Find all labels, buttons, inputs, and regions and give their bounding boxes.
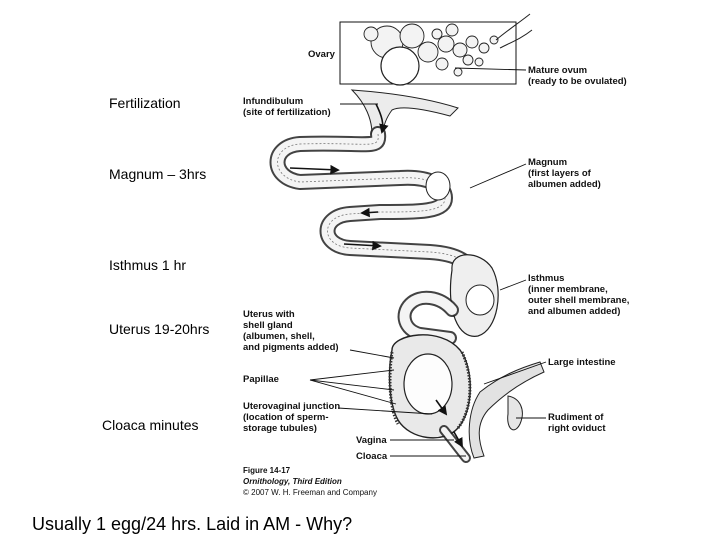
label-uterovaginal-junction: Uterovaginal junction (location of sperm… — [243, 401, 343, 434]
note-cloaca: Cloaca minutes — [102, 417, 199, 433]
ovary-follicles — [363, 23, 499, 86]
infundibulum-funnel — [350, 89, 459, 135]
figure-copyright: © 2007 W. H. Freeman and Company — [243, 488, 377, 497]
label-isthmus: Isthmus (inner membrane, outer shell mem… — [528, 273, 632, 317]
label-mature-ovum: Mature ovum (ready to be ovulated) — [528, 65, 627, 87]
label-cloaca: Cloaca — [356, 451, 388, 462]
ovary-frame — [339, 21, 517, 85]
large-intestine — [468, 361, 545, 459]
label-magnum: Magnum (first layers of albumen added) — [528, 157, 601, 190]
footer-question: Usually 1 egg/24 hrs. Laid in AM - Why? — [32, 514, 353, 534]
right-oviduct-rudiment — [507, 395, 523, 431]
note-isthmus: Isthmus 1 hr — [109, 257, 187, 273]
label-rudiment: Rudiment of right oviduct — [548, 412, 606, 434]
note-uterus: Uterus 19-20hrs — [109, 321, 210, 337]
note-magnum: Magnum – 3hrs — [109, 166, 207, 182]
note-fertilization: Fertilization — [109, 95, 181, 111]
figure-book: Ornithology, Third Edition — [243, 477, 342, 486]
figure-number: Figure 14-17 — [243, 466, 291, 475]
label-papillae: Papillae — [243, 374, 279, 385]
label-vagina: Vagina — [356, 435, 387, 446]
label-infundibulum: Infundibulum (site of fertilization) — [243, 96, 331, 118]
label-uterus: Uterus with shell gland (albumen, shell,… — [243, 309, 339, 353]
label-ovary: Ovary — [308, 49, 336, 60]
label-large-intestine: Large intestine — [548, 357, 616, 368]
leader-lines — [309, 67, 547, 457]
flow-arrows — [289, 103, 463, 448]
